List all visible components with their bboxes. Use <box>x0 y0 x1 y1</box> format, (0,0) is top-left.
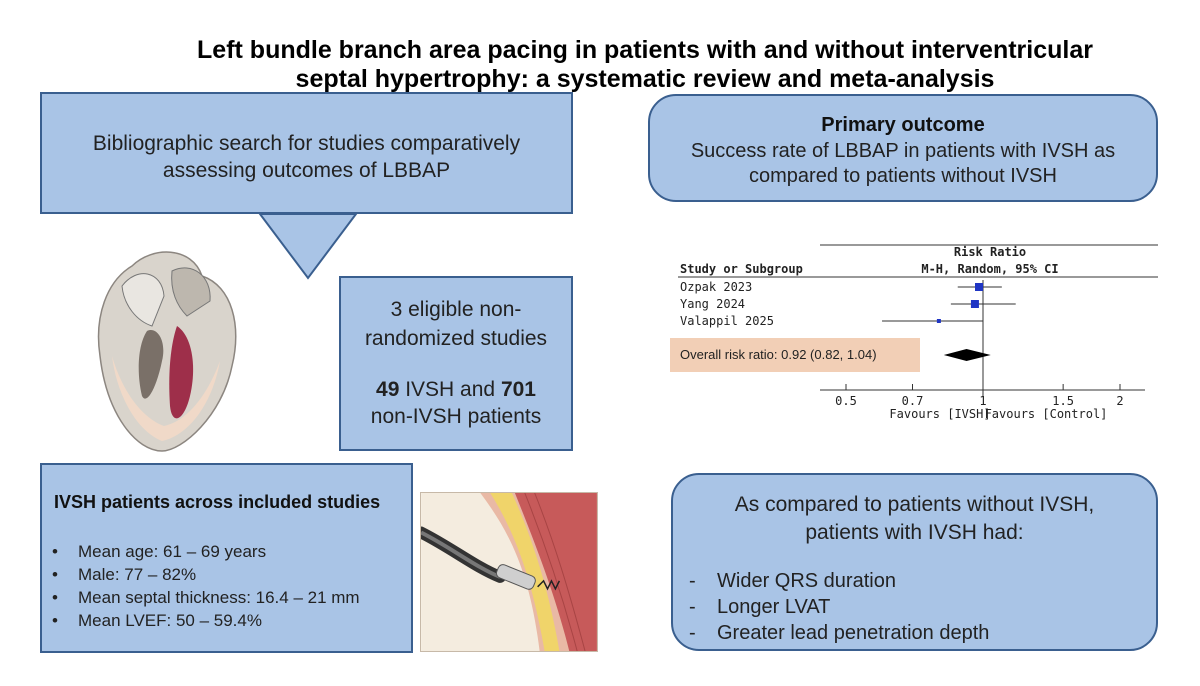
studies-line-4: non-IVSH patients <box>370 405 542 428</box>
characteristics-list: •Mean age: 61 – 69 years •Male: 77 – 82%… <box>52 540 360 632</box>
bullet-icon: • <box>52 588 58 607</box>
ivsh-text: IVSH and <box>399 378 501 401</box>
list-item: •Male: 77 – 82% <box>52 565 197 584</box>
study-row: Yang 2024 <box>680 297 1016 311</box>
search-line-2: assessing outcomes of LBBAP <box>162 159 451 182</box>
dash-icon: - <box>689 570 696 592</box>
findings-list: -Wider QRS duration -Longer LVAT -Greate… <box>689 568 989 646</box>
primary-outcome-line-2: compared to patients without IVSH <box>749 165 1057 187</box>
study-label: Valappil 2025 <box>680 314 774 328</box>
list-item: -Longer LVAT <box>689 596 831 618</box>
eligible-studies-box: 3 eligible non- randomized studies 49 IV… <box>339 276 573 451</box>
dash-icon: - <box>689 596 696 618</box>
dash-icon: - <box>689 622 696 644</box>
list-item: •Mean age: 61 – 69 years <box>52 542 267 561</box>
x-tick-label: 0.5 <box>835 394 857 408</box>
down-arrow-icon <box>258 213 358 280</box>
search-line-1: Bibliographic search for studies compara… <box>92 132 521 155</box>
favours-left-label: Favours [IVSH] <box>889 407 990 421</box>
x-tick-label: 1 <box>979 394 986 408</box>
effect-header: Risk Ratio <box>954 245 1026 259</box>
pacing-lead-illustration <box>420 492 598 652</box>
forest-plot: Risk Ratio Study or Subgroup M-H, Random… <box>678 244 1158 421</box>
bullet-icon: • <box>52 611 58 630</box>
effect-marker <box>970 300 979 308</box>
list-item: -Greater lead penetration depth <box>689 622 990 644</box>
x-tick-label: 2 <box>1116 394 1123 408</box>
favours-right-label: Favours [Control] <box>985 407 1108 421</box>
non-ivsh-count: 701 <box>500 378 536 401</box>
list-item: •Mean septal thickness: 16.4 – 21 mm <box>52 588 360 607</box>
study-row: Valappil 2025 <box>680 314 983 328</box>
effect-marker <box>936 319 941 323</box>
list-item: •Mean LVEF: 50 – 59.4% <box>52 611 262 630</box>
study-label: Yang 2024 <box>680 297 745 311</box>
title-line-2: septal hypertrophy: a systematic review … <box>295 65 995 93</box>
primary-outcome-heading: Primary outcome <box>821 114 985 136</box>
heart-illustration <box>97 251 237 452</box>
search-step-box: Bibliographic search for studies compara… <box>40 92 573 214</box>
primary-outcome-line-1: Success rate of LBBAP in patients with I… <box>690 140 1116 162</box>
findings-line-2: patients with IVSH had: <box>805 521 1024 544</box>
page-title: Left bundle branch area pacing in patien… <box>140 36 1150 94</box>
ivsh-characteristics-box: IVSH patients across included studies •M… <box>40 463 413 653</box>
studies-count-line: 49 IVSH and 701 <box>341 376 571 403</box>
findings-box: As compared to patients without IVSH, pa… <box>671 473 1158 651</box>
bullet-icon: • <box>52 542 58 561</box>
studies-line-1: 3 eligible non- <box>390 298 522 321</box>
title-line-1: Left bundle branch area pacing in patien… <box>197 36 1093 64</box>
pooled-effect-diamond <box>943 349 991 361</box>
primary-outcome-box: Primary outcome Success rate of LBBAP in… <box>648 94 1158 202</box>
x-tick-label: 1.5 <box>1052 394 1074 408</box>
x-tick-label: 0.7 <box>902 394 924 408</box>
findings-line-1: As compared to patients without IVSH, <box>734 493 1095 516</box>
study-column-header: Study or Subgroup <box>680 262 803 276</box>
study-label: Ozpak 2023 <box>680 280 752 294</box>
effect-marker <box>975 283 984 291</box>
bullet-icon: • <box>52 565 58 584</box>
studies-line-2: randomized studies <box>364 327 548 350</box>
study-row: Ozpak 2023 <box>680 280 1002 294</box>
characteristics-heading: IVSH patients across included studies <box>54 492 381 512</box>
ivsh-count: 49 <box>376 378 400 401</box>
overall-risk-ratio-label: Overall risk ratio: 0.92 (0.82, 1.04) <box>670 338 920 372</box>
method-header: M-H, Random, 95% CI <box>921 262 1058 276</box>
list-item: -Wider QRS duration <box>689 570 896 592</box>
